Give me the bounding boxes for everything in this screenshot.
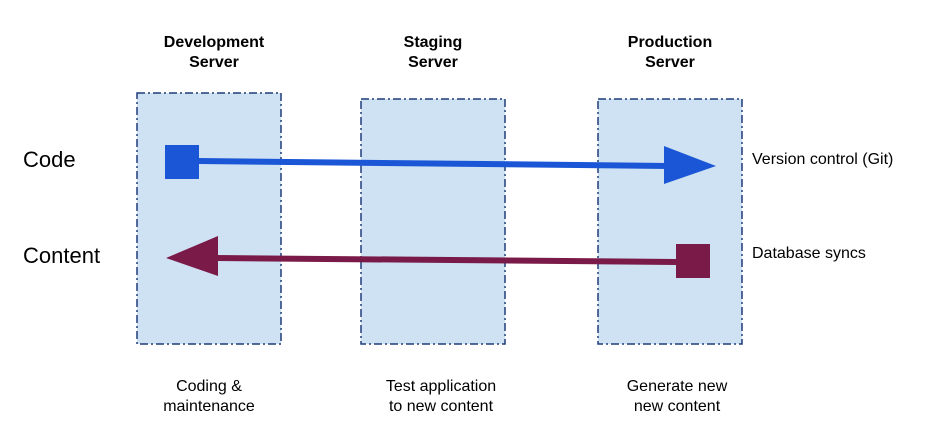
staging-server-box bbox=[360, 98, 506, 345]
note-version-control: Version control (Git) bbox=[752, 151, 894, 168]
code-arrow-head bbox=[664, 146, 716, 184]
development-server-title: Development Server bbox=[124, 33, 304, 73]
title-line: Server bbox=[645, 54, 695, 71]
development-server-box bbox=[136, 92, 282, 345]
title-line: Staging bbox=[403, 34, 463, 51]
title-line: Production bbox=[627, 34, 713, 51]
staging-server-title: Staging Server bbox=[343, 33, 523, 73]
caption-line: Coding & bbox=[176, 378, 242, 395]
note-database-syncs: Database syncs bbox=[752, 245, 866, 262]
row-label-code: Code bbox=[23, 147, 76, 172]
production-server-box bbox=[597, 98, 743, 345]
development-caption: Coding & maintenance bbox=[119, 377, 299, 417]
title-line: Development bbox=[163, 34, 265, 51]
code-arrow-tail-square bbox=[165, 145, 199, 179]
title-line: Server bbox=[189, 54, 239, 71]
title-line: Server bbox=[408, 54, 458, 71]
content-arrow-tail-square bbox=[676, 244, 710, 278]
caption-line: to new content bbox=[388, 398, 494, 415]
caption-line: maintenance bbox=[163, 398, 255, 415]
code-arrow bbox=[165, 145, 716, 184]
caption-line: new content bbox=[633, 398, 721, 415]
caption-line: Generate new bbox=[626, 378, 728, 395]
production-caption: Generate new new content bbox=[587, 377, 767, 417]
content-arrow-head bbox=[166, 236, 218, 276]
code-arrow-shaft bbox=[197, 158, 669, 169]
row-label-content: Content bbox=[23, 243, 101, 268]
caption-line: Test application bbox=[385, 378, 497, 395]
content-arrow-shaft bbox=[215, 255, 677, 265]
content-arrow bbox=[166, 236, 710, 278]
staging-caption: Test application to new content bbox=[351, 377, 531, 417]
production-server-title: Production Server bbox=[580, 33, 760, 73]
